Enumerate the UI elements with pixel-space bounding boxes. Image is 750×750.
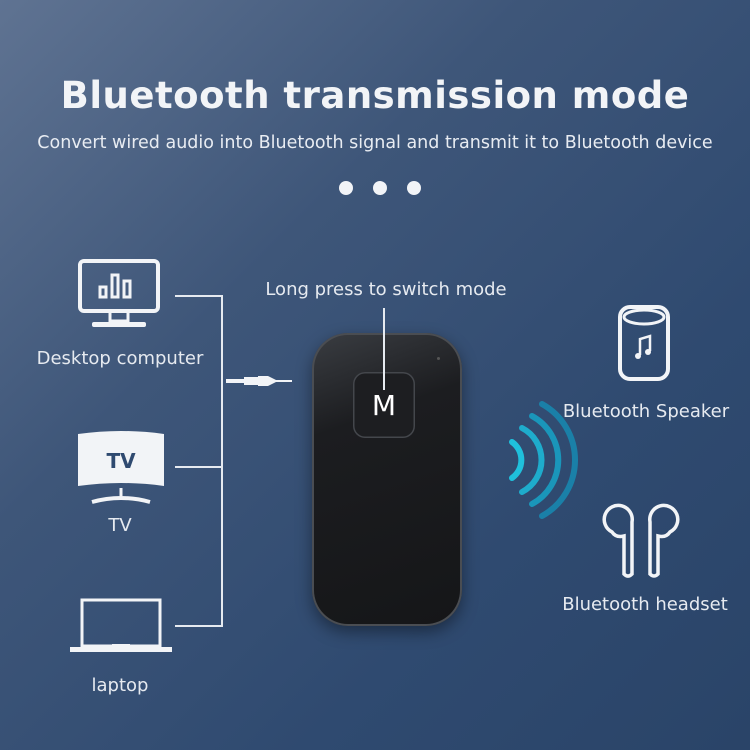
audio-jack-icon	[226, 376, 292, 386]
connector-line	[175, 625, 222, 627]
connector-line	[175, 466, 222, 468]
connector-line	[175, 295, 222, 297]
tv-icon: TV	[78, 431, 164, 504]
target-label-speaker: Bluetooth Speaker	[562, 401, 730, 422]
connector-line	[221, 295, 223, 627]
source-label-tv: TV	[108, 515, 132, 536]
signal-waves-icon	[509, 401, 578, 519]
laptop-icon	[70, 598, 172, 652]
target-label-headset: Bluetooth headset	[562, 594, 728, 615]
desktop-monitor-icon	[78, 259, 160, 327]
source-label-laptop: laptop	[91, 675, 149, 696]
page-subtitle: Convert wired audio into Bluetooth signa…	[37, 133, 713, 153]
tv-icon-text: TV	[106, 449, 136, 473]
bluetooth-transmitter-device: M	[312, 333, 462, 626]
earbuds-icon	[602, 503, 680, 578]
led-indicator	[437, 357, 440, 360]
page-title: Bluetooth transmission mode	[60, 74, 690, 117]
dot	[339, 181, 353, 195]
source-label-desktop: Desktop computer	[36, 348, 204, 369]
speaker-icon	[618, 305, 670, 381]
dot	[407, 181, 421, 195]
dot	[373, 181, 387, 195]
mode-button-label: M	[371, 388, 397, 422]
callout-line	[383, 308, 385, 390]
callout-label: Long press to switch mode	[265, 279, 507, 300]
